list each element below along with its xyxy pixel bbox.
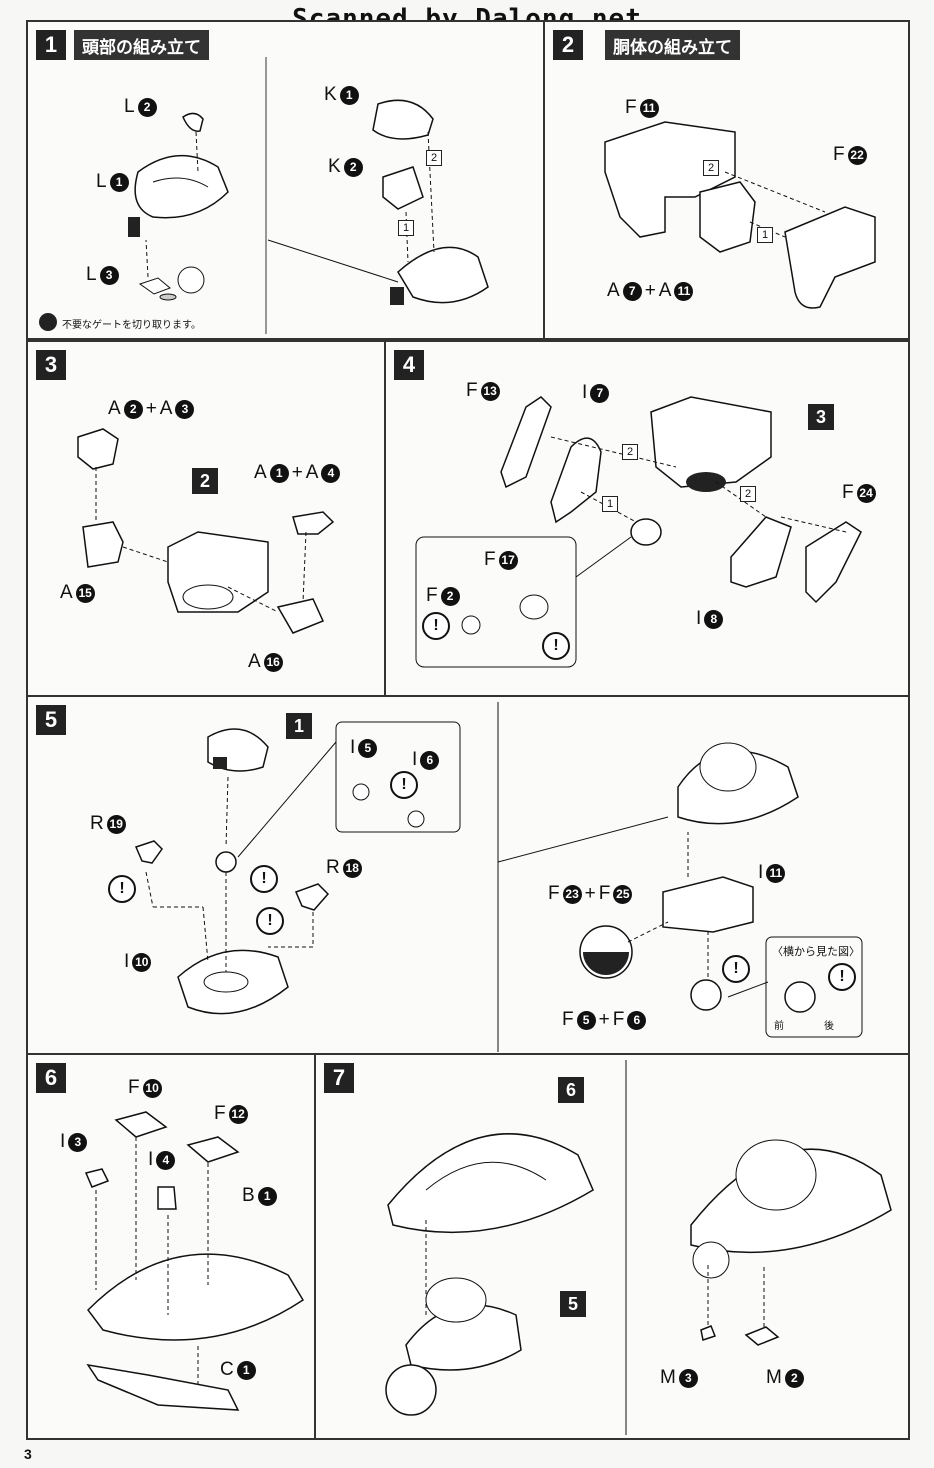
- step-title: 胴体の組み立て: [605, 30, 740, 60]
- step-number: 2: [553, 30, 583, 60]
- step-number: 7: [324, 1063, 354, 1093]
- step-number: 6: [36, 1063, 66, 1093]
- sub-step-1: 1: [757, 227, 773, 243]
- caution-icon: !: [542, 632, 570, 660]
- caution-icon: !: [250, 865, 278, 893]
- caution-icon: !: [256, 907, 284, 935]
- sub-step-2: 2: [426, 150, 442, 166]
- reference-step-3: 3: [808, 404, 834, 430]
- caution-icon: !: [828, 963, 856, 991]
- torso-assembly-illustration: [604, 121, 876, 309]
- caution-icon: !: [108, 875, 136, 903]
- head-assembly-illustration: [39, 57, 489, 334]
- step-number: 5: [36, 705, 66, 735]
- reference-step-5: 5: [560, 1291, 586, 1317]
- sub-step-1: 1: [602, 496, 618, 512]
- sub-step-2a: 2: [622, 444, 638, 460]
- assembly-illustration: [84, 1111, 305, 1411]
- gate-cut-note: 不要なゲートを切り取ります。: [62, 320, 201, 331]
- sub-step-2: 2: [703, 160, 719, 176]
- front-label: 前: [774, 1021, 784, 1032]
- step-title: 頭部の組み立て: [74, 30, 209, 60]
- assembly-illustration: [134, 702, 863, 1052]
- step-number: 4: [394, 350, 424, 380]
- step-number: 1: [36, 30, 66, 60]
- sub-step-2b: 2: [740, 486, 756, 502]
- caution-icon: !: [422, 612, 450, 640]
- reference-step-2: 2: [192, 468, 218, 494]
- assembly-illustration: [77, 428, 335, 634]
- reference-step-6: 6: [558, 1077, 584, 1103]
- assembly-illustration: [415, 396, 862, 668]
- sub-step-1: 1: [398, 220, 414, 236]
- reference-step-1: 1: [286, 713, 312, 739]
- caution-icon: !: [390, 771, 418, 799]
- side-view-caption: 〈横から見た図〉: [772, 945, 860, 958]
- back-label: 後: [824, 1021, 834, 1032]
- step-number: 3: [36, 350, 66, 380]
- page-number: 3: [24, 1446, 32, 1462]
- final-assembly-illustration: [385, 1060, 892, 1435]
- caution-icon: !: [722, 955, 750, 983]
